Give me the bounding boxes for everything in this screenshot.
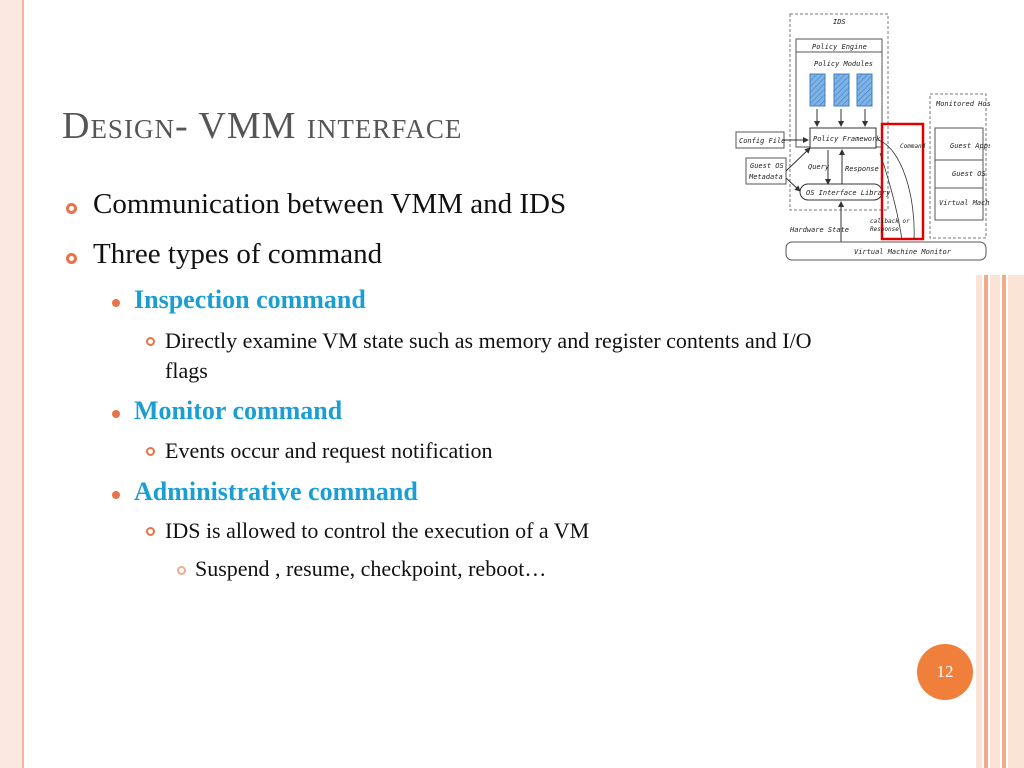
ids-label: IDS bbox=[833, 18, 846, 26]
policy-framework-label: Policy Framework bbox=[813, 135, 881, 143]
monitored-host-label: Monitored Host bbox=[935, 100, 990, 108]
bullet-inspection-detail: Directly examine VM state such as memory… bbox=[165, 328, 812, 383]
virtual-machine-monitor-box bbox=[785, 241, 987, 261]
bullet-icon bbox=[112, 491, 120, 499]
guest-os-label: Guest OS bbox=[952, 170, 986, 178]
slide-title: Design- VMM interface bbox=[62, 105, 463, 147]
command-label: Command bbox=[900, 143, 926, 150]
response-label: Response bbox=[845, 165, 879, 173]
policy-module-1 bbox=[809, 73, 826, 107]
bullet-icon bbox=[146, 337, 155, 346]
policy-framework-box bbox=[809, 127, 877, 149]
ids-architecture-diagram: IDS Policy Engine Policy Modules Policy … bbox=[735, 13, 990, 261]
query-label: Query bbox=[808, 163, 830, 171]
bullet-icon bbox=[66, 203, 77, 214]
bullet-icon bbox=[146, 447, 155, 456]
bullet-icon bbox=[146, 527, 155, 536]
monitored-host-box bbox=[929, 93, 987, 239]
virtual-machine-box bbox=[934, 127, 984, 221]
virtual-machine-monitor-label: Virtual Machine Monitor bbox=[854, 248, 952, 256]
virtual-machine-label: Virtual Machine bbox=[939, 199, 990, 207]
bullet-administrative-actions: Suspend , resume, checkpoint, reboot… bbox=[195, 556, 547, 581]
bullet-three-types: Three types of command bbox=[93, 238, 383, 270]
config-file-label: Config File bbox=[739, 137, 785, 145]
callback-label-2: Response bbox=[870, 226, 899, 233]
bullet-inspection-command: Inspection command bbox=[134, 285, 366, 314]
guest-apps-label: Guest Apps bbox=[950, 142, 990, 150]
bullet-communication: Communication between VMM and IDS bbox=[93, 188, 567, 220]
policy-module-2 bbox=[833, 73, 850, 107]
page-number-badge: 12 bbox=[917, 644, 973, 700]
left-border-stripe bbox=[0, 0, 24, 768]
callback-label-1: callback or bbox=[870, 218, 910, 225]
guest-os-metadata-box bbox=[745, 157, 787, 185]
bullet-administrative-command: Administrative command bbox=[134, 477, 418, 506]
bullet-icon bbox=[112, 299, 120, 307]
bullet-icon bbox=[112, 410, 120, 418]
bullet-icon bbox=[177, 566, 186, 575]
bullet-monitor-detail: Events occur and request notification bbox=[165, 438, 493, 463]
policy-module-3 bbox=[856, 73, 873, 107]
bullet-icon bbox=[66, 253, 77, 264]
guest-os-metadata-label-2: Metadata bbox=[748, 173, 783, 181]
policy-modules-label: Policy Modules bbox=[814, 60, 873, 68]
bullet-administrative-detail: IDS is allowed to control the execution … bbox=[165, 518, 590, 543]
policy-engine-label: Policy Engine bbox=[812, 43, 867, 51]
guest-os-metadata-label-1: Guest OS bbox=[750, 162, 784, 170]
os-interface-library-label: OS Interface Library bbox=[806, 189, 891, 197]
hardware-state-label: Hardware State bbox=[789, 226, 849, 234]
highlight-box bbox=[880, 122, 925, 241]
ids-box bbox=[789, 13, 889, 211]
bullet-monitor-command: Monitor command bbox=[134, 396, 343, 425]
